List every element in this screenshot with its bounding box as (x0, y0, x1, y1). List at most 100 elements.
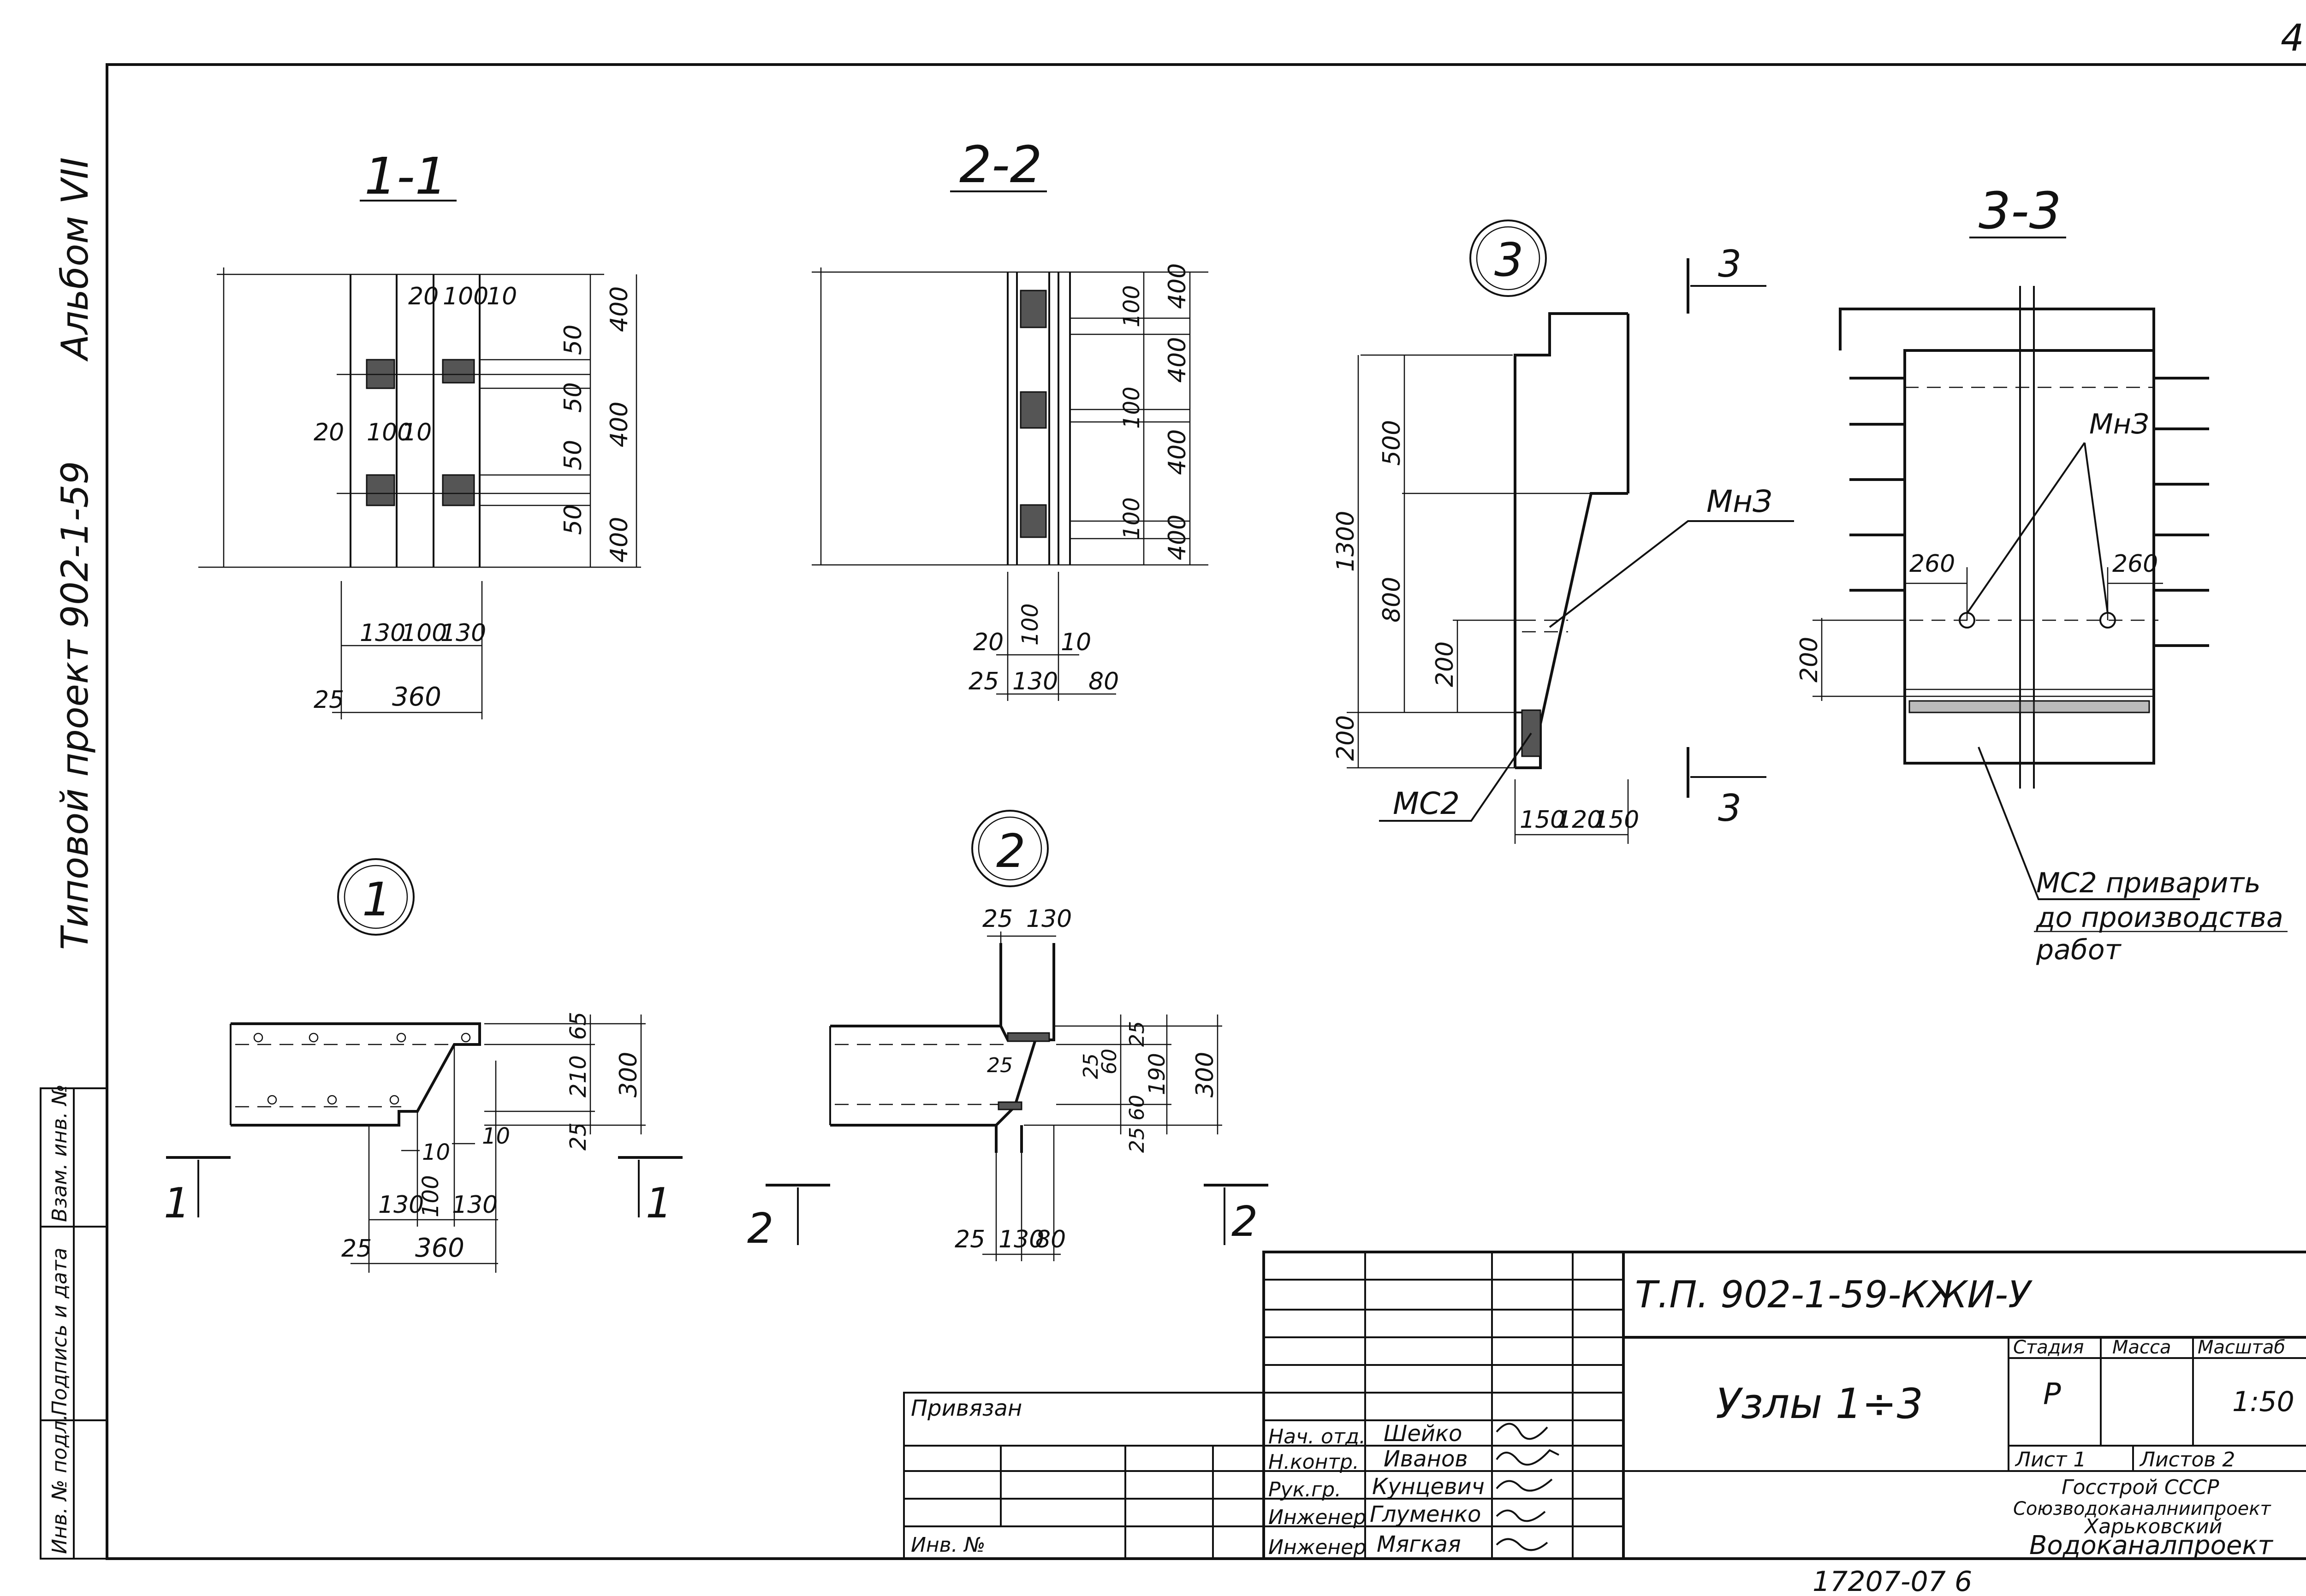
org-line-4: Водоканалпроект (2029, 1531, 2273, 1560)
node-2-circle-label: 2 (996, 824, 1026, 878)
dim-1-1-20: 20 (314, 419, 344, 446)
role-5: Инженер (1268, 1536, 1366, 1559)
dim-1-1-400b: 400 (606, 402, 633, 447)
project-label: Типовой проект 902-1-59 (53, 461, 96, 950)
inv-no-label: Инв. № (911, 1533, 985, 1557)
section-3-3-note-1: МС2 приварить (2036, 867, 2261, 899)
left-stamp: Инв. № подл. Подпись и дата Взам. инв. № (40, 1084, 108, 1560)
dim-2-2-400b: 400 (1164, 337, 1191, 383)
dim-2-2-80: 80 (1088, 668, 1119, 695)
node-1-cut-left: 1 (164, 1179, 190, 1228)
dim-2-2-10: 10 (1061, 629, 1091, 656)
node-3: 3 3 3 500 1300 800 200 200 150 120 (1332, 220, 1794, 844)
org-line-1: Госстрой СССР (2062, 1476, 2219, 1499)
page-number: 4 (2281, 17, 2304, 59)
dim-1-1-100: 100 (367, 419, 412, 446)
dim-2-2-100b: 100 (1119, 386, 1145, 429)
stage-value: Р (2043, 1377, 2061, 1412)
dim-n3-150b: 150 (1593, 806, 1639, 834)
name-4: Глуменко (1370, 1501, 1481, 1527)
name-3: Кунцевич (1372, 1474, 1485, 1500)
node-3-circle-label: 3 (1494, 233, 1524, 287)
name-1: Шейко (1384, 1421, 1462, 1447)
dim-2-2-100c: 100 (1119, 497, 1145, 540)
footer-number: 17207-07 6 (1813, 1566, 1972, 1596)
dim-2-2-400a: 400 (1164, 263, 1191, 309)
section-1-1: 1-1 20 100 10 20 100 10 50 50 50 50 (198, 147, 641, 719)
org-line-3: Харьковский (2084, 1515, 2222, 1538)
dim-1-1-10-top: 10 (487, 283, 517, 310)
dim-2-2-400c: 400 (1164, 429, 1191, 475)
dim-n2-130t: 130 (1026, 905, 1072, 933)
node-2: 2 25 130 25 25 60 25 60 25 190 300 (747, 810, 1268, 1261)
section-3-3-title: 3-3 (1979, 181, 2062, 240)
dim-1-1-400a: 400 (606, 286, 633, 332)
dim-n3-1300: 1300 (1332, 511, 1360, 572)
sheet-title: Узлы 1÷3 (1716, 1380, 1923, 1428)
dim-n1-65: 65 (565, 1012, 591, 1040)
dim-n2-80: 80 (1035, 1226, 1066, 1253)
dim-1-1-10: 10 (401, 419, 432, 446)
node-2-cut-left: 2 (747, 1204, 773, 1253)
privyazan-label: Привязан (911, 1395, 1022, 1421)
dim-n2-190: 190 (1144, 1053, 1170, 1095)
dim-n1-25: 25 (565, 1122, 591, 1151)
dim-n2-60b: 60 (1125, 1095, 1149, 1121)
role-1: Нач. отд. (1268, 1425, 1366, 1448)
album-label: Альбом VII (53, 157, 96, 362)
section-3-3: 3-3 260 260 (1795, 181, 2288, 966)
dim-n2-25a: 25 (1125, 1021, 1149, 1047)
node-3-mc2-label: МС2 (1393, 786, 1460, 821)
dim-n1-300: 300 (615, 1052, 642, 1098)
dim-n1-10b: 10 (482, 1123, 510, 1149)
dim-n3-200b: 200 (1332, 715, 1360, 761)
section-3-3-mn3-label: МнЗ (2089, 408, 2149, 440)
dim-n1-360: 360 (415, 1233, 464, 1263)
org-line-2: Союзводоканалниипроект (2013, 1498, 2271, 1519)
signatures (1496, 1423, 1559, 1551)
stamp-signature-date: Подпись и дата (48, 1248, 71, 1416)
dim-n3-200a: 200 (1431, 641, 1459, 687)
dim-1-1-130a: 130 (360, 619, 405, 647)
node-3-cut-bottom: 3 (1718, 787, 1741, 830)
stage-header: Стадия (2013, 1337, 2084, 1358)
dim-n3-150a: 150 (1520, 806, 1565, 834)
dim-2-2-400d: 400 (1164, 515, 1191, 560)
dim-n2-25s: 25 (987, 1054, 1013, 1077)
dim-3-3-200: 200 (1795, 637, 1823, 682)
dim-1-1-360: 360 (392, 682, 441, 712)
scale-value: 1:50 (2232, 1386, 2294, 1418)
sheet-number: Лист 1 (2015, 1448, 2086, 1471)
dim-n3-800: 800 (1378, 577, 1406, 623)
dim-n1-10a: 10 (422, 1139, 450, 1165)
dim-1-1-130b: 130 (440, 619, 486, 647)
sheets-count: Листов 2 (2139, 1448, 2235, 1471)
node-1-circle-label: 1 (362, 872, 392, 926)
dim-n2-25b: 25 (1079, 1053, 1103, 1079)
role-3: Рук.гр. (1268, 1478, 1341, 1501)
section-2-2-title: 2-2 (959, 135, 1042, 194)
section-3-3-note-2: до производства (2036, 902, 2283, 934)
dim-1-1-20-top: 20 (408, 283, 439, 310)
dim-n2-300: 300 (1191, 1052, 1219, 1098)
dim-3-3-260b: 260 (2112, 550, 2158, 578)
dim-n3-500: 500 (1378, 420, 1406, 466)
dim-n2-25t: 25 (982, 905, 1013, 933)
dim-n2-60a: 60 (1098, 1049, 1121, 1074)
dim-n3-120: 120 (1557, 806, 1602, 834)
dim-2-2-20: 20 (973, 629, 1004, 656)
node-2-cut-right: 2 (1231, 1198, 1258, 1246)
dim-2-2-100: 100 (1017, 603, 1043, 646)
role-2: Н.контр. (1268, 1450, 1359, 1474)
name-5: Мягкая (1377, 1531, 1461, 1557)
dim-1-1-100b: 100 (401, 619, 447, 647)
dim-1-1-50c: 50 (559, 440, 587, 470)
dim-1-1-50b: 50 (559, 382, 587, 413)
node-1-cut-right: 1 (646, 1179, 672, 1228)
scale-header: Масштаб (2198, 1337, 2285, 1358)
dim-2-2-100a: 100 (1119, 285, 1145, 327)
node-1: 1 65 210 300 25 10 10 130 100 (164, 858, 683, 1273)
section-2-2: 2-2 100 100 100 400 400 400 400 20 100 1 (812, 135, 1208, 701)
dim-n1-210: 210 (565, 1055, 591, 1098)
